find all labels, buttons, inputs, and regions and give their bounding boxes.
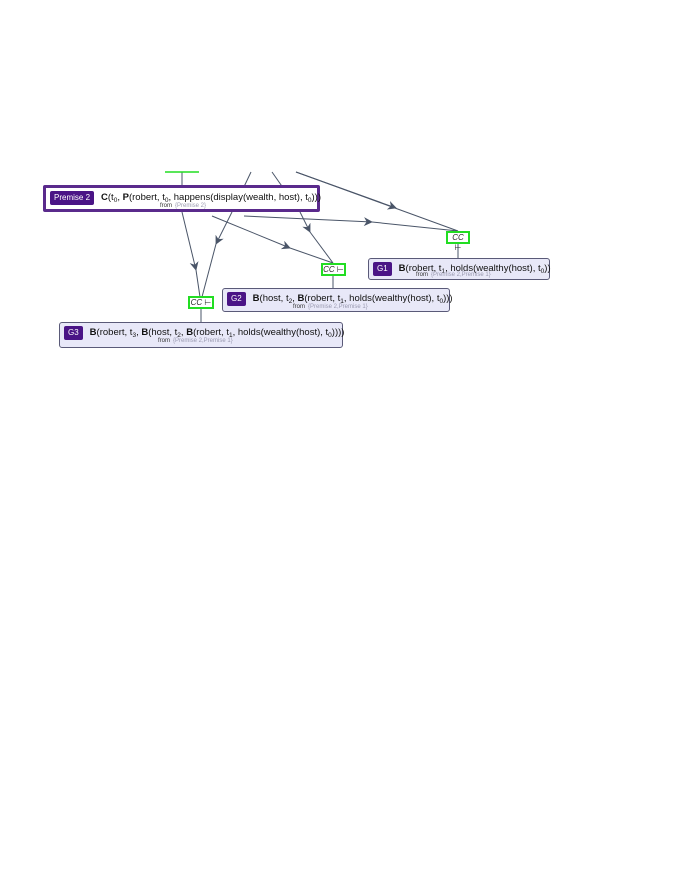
inference-cc-g2[interactable]: CC ⊢ (321, 263, 346, 276)
node-from: from{Premise 2} (160, 203, 207, 209)
edge-to-cc3-b (201, 243, 217, 298)
edge-to-cc2-a (309, 231, 334, 264)
node-formula: B(host, t2, B(robert, t1, holds(wealthy(… (252, 293, 453, 305)
node-tag: G2 (227, 292, 246, 306)
edge-to-cc2-b (289, 247, 334, 264)
node-tag: Premise 2 (50, 191, 95, 205)
premise-2-node[interactable]: Premise 2 C(t0, P(robert, t0, happens(di… (43, 185, 322, 212)
edge-to-cc3-a-path (181, 211, 199, 271)
goal-g2-node[interactable]: G2 B(host, t2, B(robert, t1, holds(wealt… (222, 288, 453, 312)
node-tag: G1 (373, 262, 392, 276)
node-formula: B(robert, t1, holds(wealthy(host), t0)) (398, 263, 551, 275)
node-formula: B(robert, t3, B(host, t2, B(robert, t1, … (89, 327, 345, 339)
edge-to-cc2-a-path (299, 211, 311, 233)
node-tag: G3 (64, 326, 83, 340)
edge-to-cc3-a (195, 269, 201, 298)
inference-cc-g3[interactable]: CC ⊢ (188, 296, 214, 309)
node-formula: C(t0, P(robert, t0, happens(display(weal… (101, 192, 322, 204)
node-from: from{Premise 2,Premise 1} (158, 338, 233, 344)
edge-to-cc1-b-path (243, 215, 373, 227)
edge-to-cc1-a-path (295, 171, 397, 210)
edge-to-cc2-b-path (211, 215, 291, 250)
edge-to-cc1-b (371, 221, 459, 232)
edge-to-cc3-b-path (215, 211, 233, 245)
inference-cc-g1[interactable]: CC ⊢ (446, 231, 470, 252)
node-from: from{Premise 2,Premise 1} (293, 304, 368, 310)
node-from: from{Premise 2,Premise 1} (416, 272, 491, 278)
goal-g1-node[interactable]: G1 B(robert, t1, holds(wealthy(host), t0… (368, 258, 551, 280)
goal-g3-node[interactable]: G3 B(robert, t3, B(host, t2, B(robert, t… (59, 322, 345, 348)
